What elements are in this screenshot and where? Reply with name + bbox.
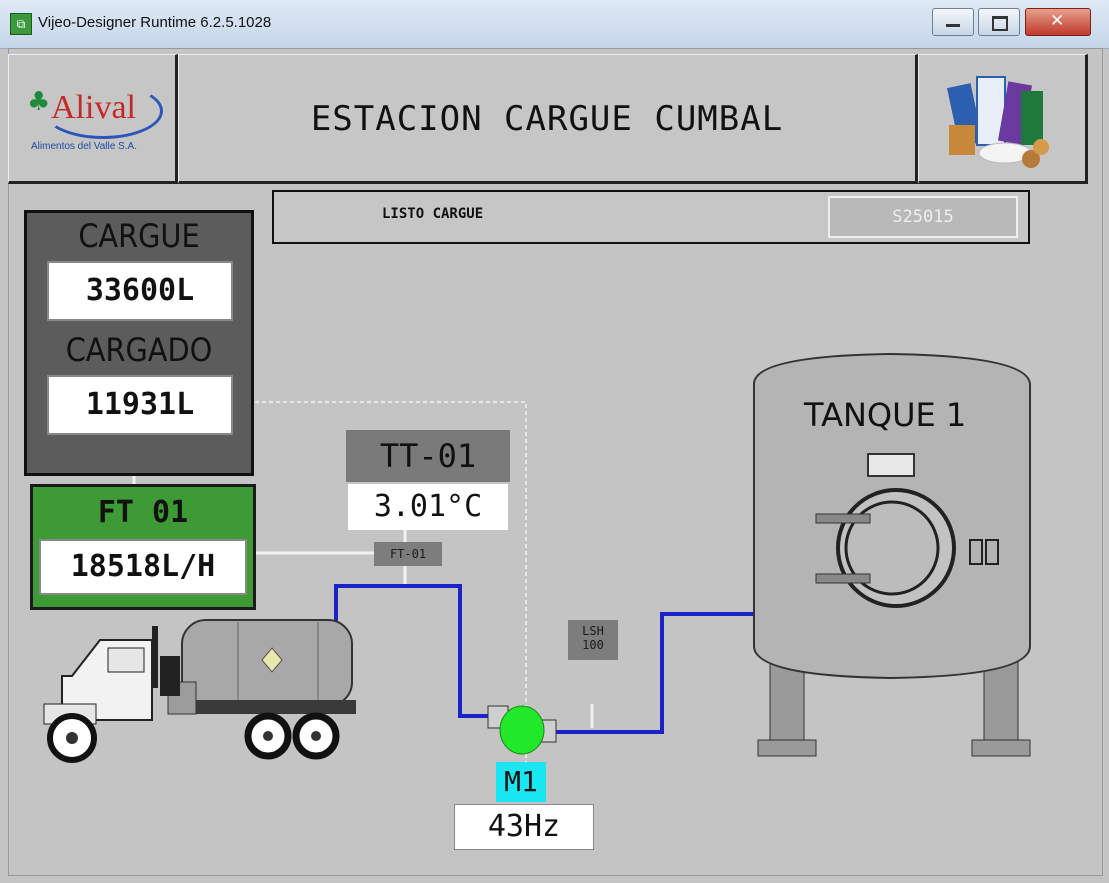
tank-icon <box>753 352 1031 757</box>
maximize-button[interactable] <box>978 8 1020 36</box>
cargue-label: CARGUE <box>78 217 200 255</box>
cargado-value: 11931L <box>47 375 233 435</box>
product-image <box>918 54 1088 184</box>
signal-line-cargado <box>234 401 527 762</box>
logo-swoosh <box>43 83 163 139</box>
flow-label: FT 01 <box>97 495 189 530</box>
cargue-value[interactable]: 33600L <box>47 261 233 321</box>
status-bar: LISTO CARGUE S25015 <box>272 190 1030 244</box>
lsh-tag-line1: LSH <box>582 624 604 638</box>
temperature-value: 3.01°C <box>348 484 508 530</box>
truck-icon <box>43 619 356 763</box>
title-panel: ESTACION CARGUE CUMBAL <box>178 54 918 184</box>
close-button[interactable]: ✕ <box>1025 8 1091 36</box>
maximize-icon <box>992 16 1008 31</box>
title-bar[interactable]: ⧉ Vijeo-Designer Runtime 6.2.5.1028 ✕ <box>0 0 1109 49</box>
flow-value: 18518L/H <box>39 539 247 595</box>
close-icon: ✕ <box>1050 11 1065 31</box>
window-title: Vijeo-Designer Runtime 6.2.5.1028 <box>38 14 272 31</box>
lsh-tag-line2: 100 <box>582 638 604 652</box>
pump-frequency: 43Hz <box>454 804 594 850</box>
page-title: ESTACION CARGUE CUMBAL <box>310 99 784 139</box>
pump-label: M1 <box>496 762 546 802</box>
cargado-label: CARGADO <box>65 331 213 369</box>
product-pack-image <box>947 76 1049 168</box>
minimize-icon <box>946 24 960 27</box>
status-code: S25015 <box>828 196 1018 238</box>
tank-label: TANQUE 1 <box>804 396 967 434</box>
lsh-tag: LSH 100 <box>568 620 618 660</box>
pump-icon[interactable] <box>487 705 557 755</box>
company-logo: ♣ Alival Alimentos del Valle S.A. <box>8 54 178 184</box>
discharge-pipe <box>554 612 756 734</box>
minimize-button[interactable] <box>932 8 974 36</box>
status-message: LISTO CARGUE <box>382 206 484 222</box>
ft-tag: FT-01 <box>374 542 442 566</box>
temperature-label: TT-01 <box>346 430 510 482</box>
logo-name: Alival <box>51 89 136 126</box>
suction-pipe <box>334 584 492 718</box>
flow-panel: FT 01 18518L/H <box>30 484 256 610</box>
logo-subtitle: Alimentos del Valle S.A. <box>31 141 137 152</box>
app-icon: ⧉ <box>10 13 32 35</box>
load-panel: CARGUE 33600L CARGADO 11931L <box>24 210 254 476</box>
